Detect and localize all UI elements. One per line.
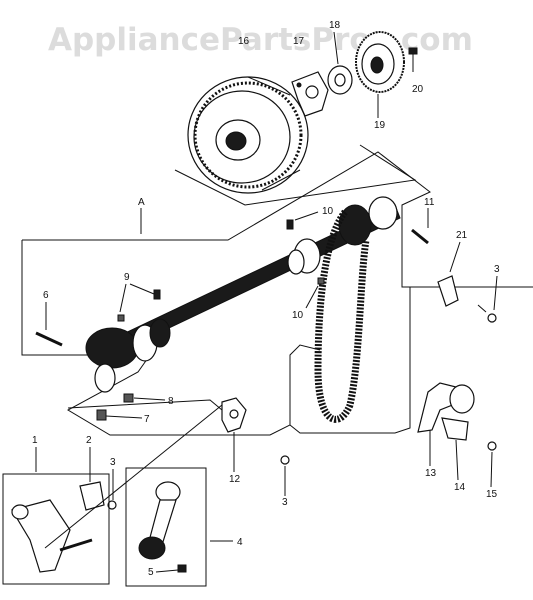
- callout-15: 15: [486, 489, 498, 500]
- callout-16: 16: [238, 36, 250, 47]
- main-shaft: [85, 196, 401, 393]
- callout-5: 5: [148, 567, 154, 578]
- motor-bracket-13: [417, 382, 475, 433]
- callout-13: 13: [425, 468, 437, 479]
- callout-1: 1: [32, 435, 38, 446]
- spring-7: [96, 409, 107, 421]
- lever-arm-1: [11, 499, 93, 573]
- callout-21: 21: [456, 230, 468, 241]
- screw-3-center: [280, 455, 290, 465]
- callout-3-center: 3: [282, 497, 288, 508]
- key-9b: [153, 289, 161, 300]
- part-1-box: [2, 473, 110, 585]
- lever-arm-4: [138, 481, 181, 560]
- callout-14: 14: [454, 482, 466, 493]
- callout-A: A: [138, 197, 145, 208]
- callout-17: 17: [293, 36, 305, 47]
- gear-pulley-19: [355, 31, 405, 93]
- bracket-21: [437, 275, 459, 307]
- callout-12: 12: [229, 474, 241, 485]
- key-9a: [117, 314, 125, 322]
- callout-10a: 10: [322, 206, 334, 217]
- callout-20: 20: [412, 84, 424, 95]
- callout-6: 6: [43, 290, 49, 301]
- callout-19: 19: [374, 120, 386, 131]
- bracket-plate-17: [291, 71, 329, 117]
- callout-4: 4: [237, 537, 243, 548]
- drum-pulley: [187, 76, 309, 194]
- callout-3-left: 3: [110, 457, 116, 468]
- pin-11: [411, 228, 429, 245]
- drum-outline: [174, 144, 417, 206]
- key-10b: [317, 277, 325, 285]
- screw-20: [408, 47, 418, 72]
- bracket-2: [79, 481, 105, 511]
- screw-15: [487, 441, 497, 451]
- callout-18: 18: [329, 20, 341, 31]
- screw-5: [177, 564, 187, 573]
- callout-9: 9: [124, 272, 130, 283]
- callout-3-right: 3: [494, 264, 500, 275]
- plate-14: [441, 417, 469, 441]
- part-4-box: [125, 467, 207, 587]
- key-10a: [286, 219, 294, 230]
- drive-belt: [314, 209, 370, 423]
- washer-18: [327, 65, 353, 95]
- screw-3-left: [107, 500, 117, 510]
- callout-11: 11: [424, 197, 435, 208]
- callout-7: 7: [144, 414, 150, 425]
- callout-8: 8: [168, 396, 174, 407]
- callout-2: 2: [86, 435, 92, 446]
- pin-6: [35, 331, 63, 347]
- callout-10b: 10: [292, 310, 304, 321]
- spring-8: [123, 393, 134, 403]
- screw-3-right: [477, 304, 497, 323]
